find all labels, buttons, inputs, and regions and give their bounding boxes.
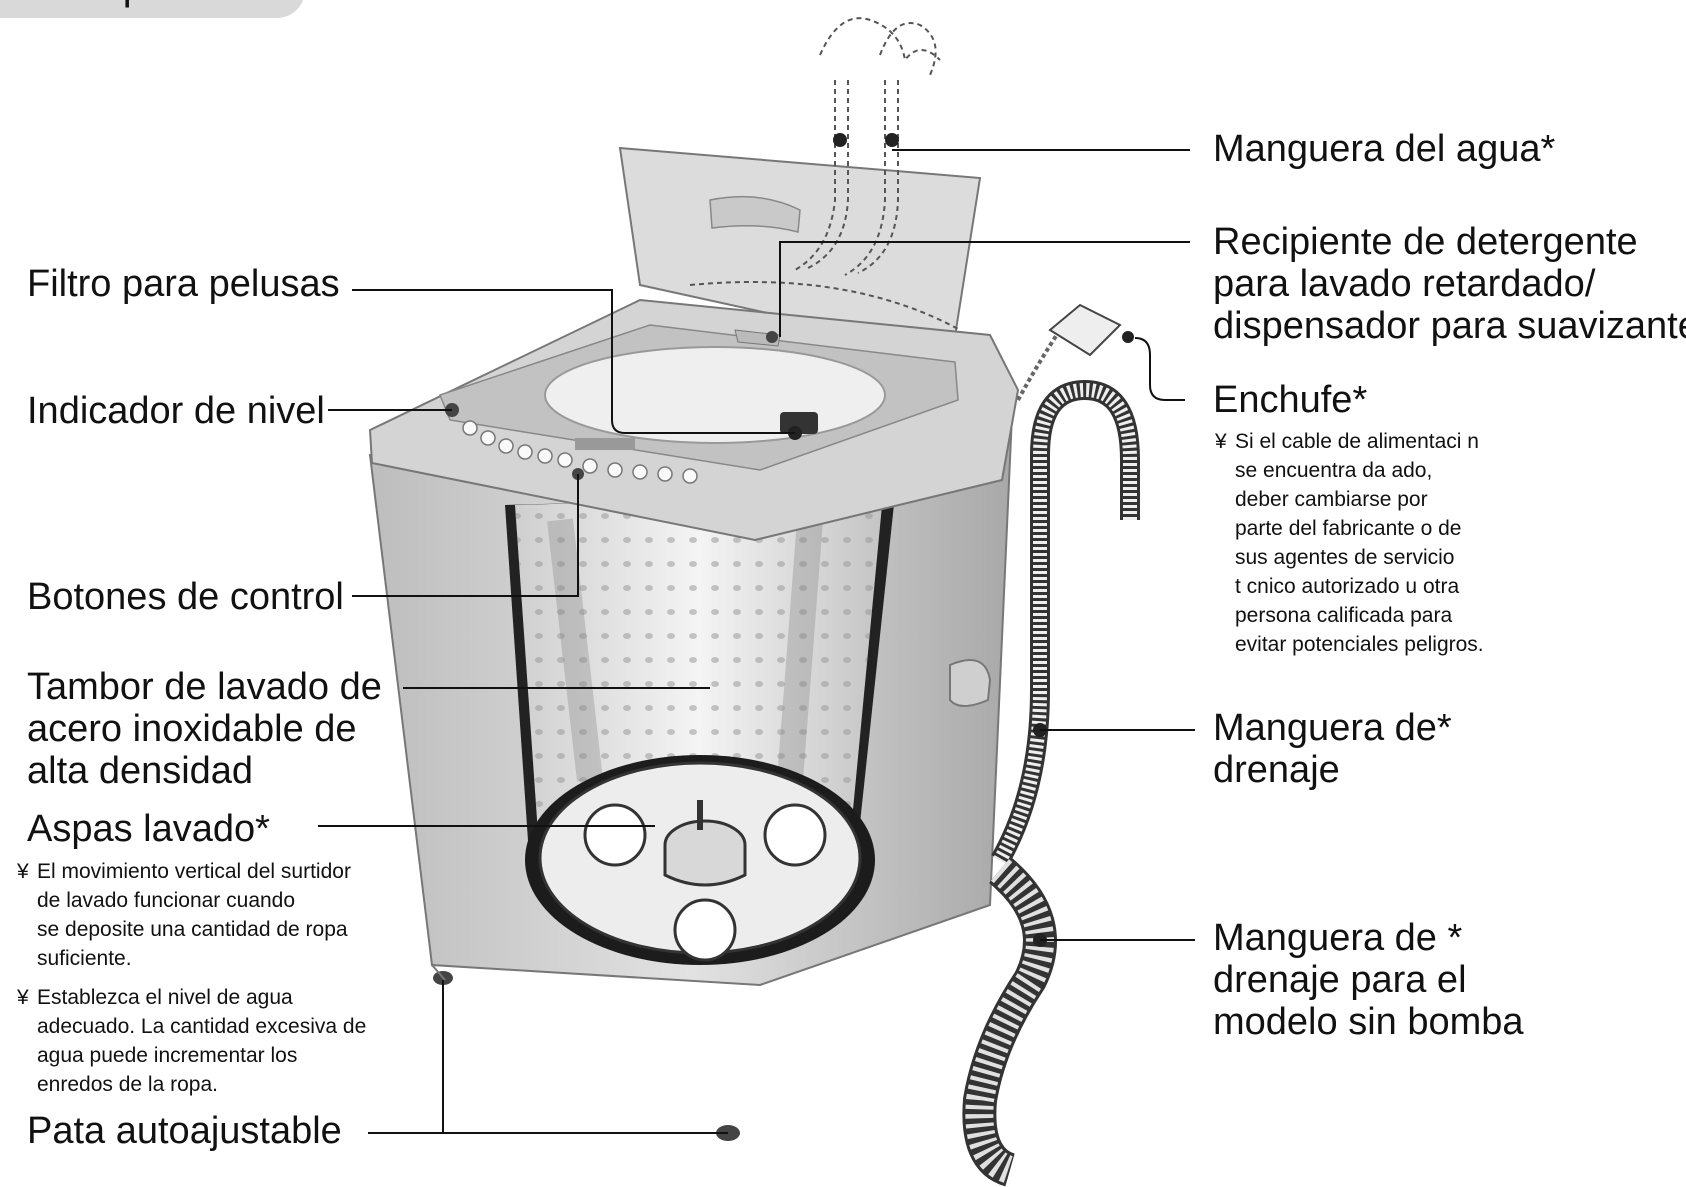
note-aspas-2: ¥ Establezca el nivel de agua adecuado. L… [17, 983, 366, 1099]
power-plug [1016, 303, 1134, 401]
label-tambor-line: Tambor de lavado de [27, 666, 382, 708]
label-tambor: Tambor de lavado de acero inoxidable de … [27, 666, 382, 792]
leader-lines [318, 149, 1195, 1134]
drain-hose-corrugated [962, 856, 1057, 1187]
label-sin-bomba-line: drenaje para el [1213, 959, 1467, 1001]
label-drenaje-line: Manguera de* [1213, 707, 1452, 749]
note-line: deber cambiarse por [1235, 488, 1428, 511]
note-line: t cnico autorizado u otra [1235, 575, 1460, 598]
note-enchufe: ¥ Si el cable de alimentaci n se encuentr… [1215, 427, 1484, 659]
note-line: se encuentra da ado, [1235, 459, 1433, 482]
lid [618, 146, 982, 357]
label-sin-bomba-line: Manguera de * [1213, 917, 1463, 959]
label-tambor-line: acero inoxidable de [27, 708, 357, 750]
section-tab: Cuerpo [0, 0, 305, 18]
label-sin-bomba-line: modelo sin bomba [1213, 1001, 1524, 1043]
note-line: enredos de la ropa. [37, 1073, 218, 1096]
label-drenaje-line: drenaje [1213, 749, 1340, 791]
note-line: agua puede incrementar los [37, 1044, 298, 1067]
label-recipiente-line: Recipiente de detergente [1213, 221, 1638, 263]
label-indicador-nivel: Indicador de nivel [27, 390, 325, 432]
label-recipiente-line: dispensador para suavizante [1213, 305, 1686, 347]
note-bullet: ¥ [17, 860, 29, 883]
section-title: Cuerpo [36, 0, 167, 9]
note-line: parte del fabricante o de [1235, 517, 1462, 540]
note-line: persona calificada para [1235, 604, 1453, 627]
pulsator [525, 755, 875, 965]
note-bullet: ¥ [1215, 430, 1227, 453]
label-tambor-line: alta densidad [27, 750, 254, 792]
note-line: evitar potenciales peligros. [1235, 633, 1484, 656]
note-line: adecuado. La cantidad excesiva de [37, 1015, 367, 1038]
note-line: se deposite una cantidad de ropa [37, 918, 348, 941]
label-recipiente-line: para lavado retardado/ [1213, 263, 1596, 305]
label-botones-control: Botones de control [27, 576, 344, 618]
label-enchufe: Enchufe* [1213, 379, 1368, 421]
label-manguera-agua: Manguera del agua* [1213, 128, 1556, 170]
note-aspas-1: ¥ El movimiento vertical del surtidor de … [17, 857, 351, 973]
drain-hose [991, 379, 1140, 865]
note-bullet: ¥ [17, 986, 29, 1009]
label-manguera-sin-bomba: Manguera de * drenaje para el modelo sin… [1213, 917, 1524, 1043]
note-line: de lavado funcionar cuando [37, 889, 296, 912]
top-panel [368, 298, 1020, 542]
note-line: Si el cable de alimentaci n [1235, 430, 1479, 453]
label-aspas: Aspas lavado* [27, 808, 270, 850]
note-line: El movimiento vertical del surtidor [37, 860, 351, 883]
note-line: suficiente. [37, 947, 132, 970]
label-manguera-drenaje: Manguera de* drenaje [1213, 707, 1452, 791]
note-line: Establezca el nivel de agua [37, 986, 293, 1009]
label-recipiente: Recipiente de detergente para lavado ret… [1213, 221, 1686, 347]
label-filtro: Filtro para pelusas [27, 263, 340, 305]
note-line: sus agentes de servicio [1235, 546, 1455, 569]
label-pata: Pata autoajustable [27, 1110, 342, 1152]
